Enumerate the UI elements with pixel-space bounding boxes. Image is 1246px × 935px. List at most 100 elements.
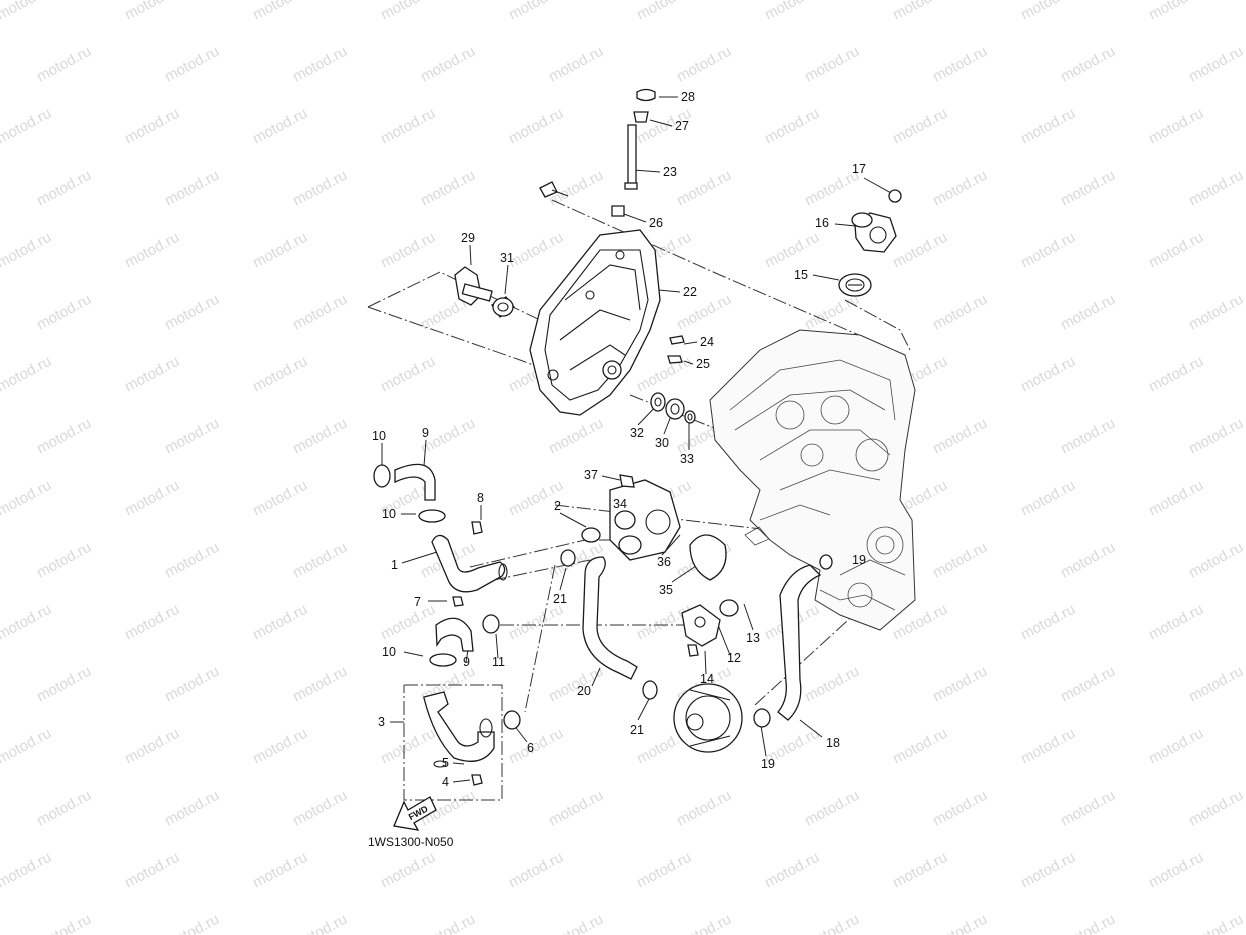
watermark-text: motod.ru xyxy=(802,787,862,830)
watermark-text: motod.ru xyxy=(890,105,950,148)
watermark-text: motod.ru xyxy=(890,229,950,272)
watermark-text: motod.ru xyxy=(122,725,182,768)
label-9-top: 9 xyxy=(422,426,429,440)
watermark-text: motod.ru xyxy=(0,477,54,520)
label-19-low: 19 xyxy=(761,757,775,771)
watermark-text: motod.ru xyxy=(1146,601,1206,644)
label-29: 29 xyxy=(461,231,475,245)
watermark-text: motod.ru xyxy=(674,787,734,830)
watermark-text: motod.ru xyxy=(930,43,990,86)
watermark-text: motod.ru xyxy=(290,539,350,582)
watermark-text: motod.ru xyxy=(1186,911,1246,935)
watermark-text: motod.ru xyxy=(1186,167,1246,210)
label-25: 25 xyxy=(696,357,710,371)
watermark-text: motod.ru xyxy=(290,167,350,210)
watermark-text: motod.ru xyxy=(34,787,94,830)
label-33: 33 xyxy=(680,452,694,466)
watermark-text: motod.ru xyxy=(546,43,606,86)
watermark-text: motod.ru xyxy=(162,291,222,334)
watermark-text: motod.ru xyxy=(162,167,222,210)
watermark-text: motod.ru xyxy=(890,725,950,768)
watermark-text: motod.ru xyxy=(1058,911,1118,935)
label-9-low: 9 xyxy=(463,655,470,669)
watermark-text: motod.ru xyxy=(506,229,566,272)
label-37: 37 xyxy=(584,468,598,482)
watermark-text: motod.ru xyxy=(802,911,862,935)
watermark-text: motod.ru xyxy=(290,663,350,706)
watermark-text: motod.ru xyxy=(250,477,310,520)
watermark-text: motod.ru xyxy=(1186,291,1246,334)
watermark-text: motod.ru xyxy=(1146,0,1206,24)
label-35: 35 xyxy=(659,583,673,597)
watermark-text: motod.ru xyxy=(250,601,310,644)
label-22: 22 xyxy=(683,285,697,299)
label-1: 1 xyxy=(391,558,398,572)
watermark-text: motod.ru xyxy=(0,725,54,768)
watermark-text: motod.ru xyxy=(546,911,606,935)
oil-cooler-and-hose-18 xyxy=(673,554,833,753)
watermark-text: motod.ru xyxy=(1018,601,1078,644)
watermark-text: motod.ru xyxy=(1146,849,1206,892)
gaskets-oring xyxy=(503,527,739,730)
watermark-text: motod.ru xyxy=(634,353,694,396)
watermark-text: motod.ru xyxy=(674,911,734,935)
watermark-text: motod.ru xyxy=(1058,663,1118,706)
watermark-text: motod.ru xyxy=(930,167,990,210)
watermark-text: motod.ru xyxy=(1186,415,1246,458)
watermark-text: motod.ru xyxy=(1186,663,1246,706)
label-32: 32 xyxy=(630,426,644,440)
watermark-text: motod.ru xyxy=(122,477,182,520)
label-7: 7 xyxy=(414,595,421,609)
upper-left-hose-9-10 xyxy=(373,463,483,535)
label-14: 14 xyxy=(700,672,714,686)
watermark-text: motod.ru xyxy=(290,911,350,935)
watermark-text: motod.ru xyxy=(506,105,566,148)
watermark-text: motod.ru xyxy=(0,353,54,396)
watermark-text: motod.ru xyxy=(890,849,950,892)
watermark-text: motod.ru xyxy=(802,663,862,706)
watermark-text: motod.ru xyxy=(506,849,566,892)
watermark-text: motod.ru xyxy=(250,353,310,396)
watermark-text: motod.ru xyxy=(162,663,222,706)
label-31: 31 xyxy=(500,251,514,265)
water-pump-housing-34 xyxy=(609,474,681,561)
label-10-low: 10 xyxy=(382,645,396,659)
label-21-mid: 21 xyxy=(553,592,567,606)
watermark-text: motod.ru xyxy=(674,167,734,210)
watermark-text: motod.ru xyxy=(930,787,990,830)
watermark-text: motod.ru xyxy=(930,911,990,935)
watermark-text: motod.ru xyxy=(34,663,94,706)
watermark-text: motod.ru xyxy=(1018,353,1078,396)
watermark-text: motod.ru xyxy=(506,0,566,24)
watermark-text: motod.ru xyxy=(162,415,222,458)
watermark-text: motod.ru xyxy=(0,601,54,644)
small-bolts-24-25 xyxy=(667,335,685,364)
watermark-text: motod.ru xyxy=(162,539,222,582)
watermark-text: motod.ru xyxy=(1186,43,1246,86)
watermark-text: motod.ru xyxy=(290,415,350,458)
watermark-text: motod.ru xyxy=(802,43,862,86)
label-2: 2 xyxy=(554,499,561,513)
watermark-text: motod.ru xyxy=(122,105,182,148)
watermark-text: motod.ru xyxy=(1018,0,1078,24)
hose-20-and-clamps xyxy=(560,549,658,700)
label-16: 16 xyxy=(815,216,829,230)
bracket-12-and-bolt-14 xyxy=(681,604,721,657)
label-3: 3 xyxy=(378,715,385,729)
watermark-text: motod.ru xyxy=(506,601,566,644)
watermark-text: motod.ru xyxy=(762,849,822,892)
watermark-text: motod.ru xyxy=(378,353,438,396)
watermark-text: motod.ru xyxy=(1058,539,1118,582)
watermark-text: motod.ru xyxy=(546,787,606,830)
label-15: 15 xyxy=(794,268,808,282)
watermark-text: motod.ru xyxy=(34,167,94,210)
label-26: 26 xyxy=(649,216,663,230)
watermark-text: motod.ru xyxy=(1058,787,1118,830)
watermark-text: motod.ru xyxy=(1146,477,1206,520)
watermark-text: motod.ru xyxy=(250,229,310,272)
watermark-text: motod.ru xyxy=(1186,787,1246,830)
watermark-text: motod.ru xyxy=(122,0,182,24)
watermark-text: motod.ru xyxy=(634,849,694,892)
watermark-text: motod.ru xyxy=(162,787,222,830)
